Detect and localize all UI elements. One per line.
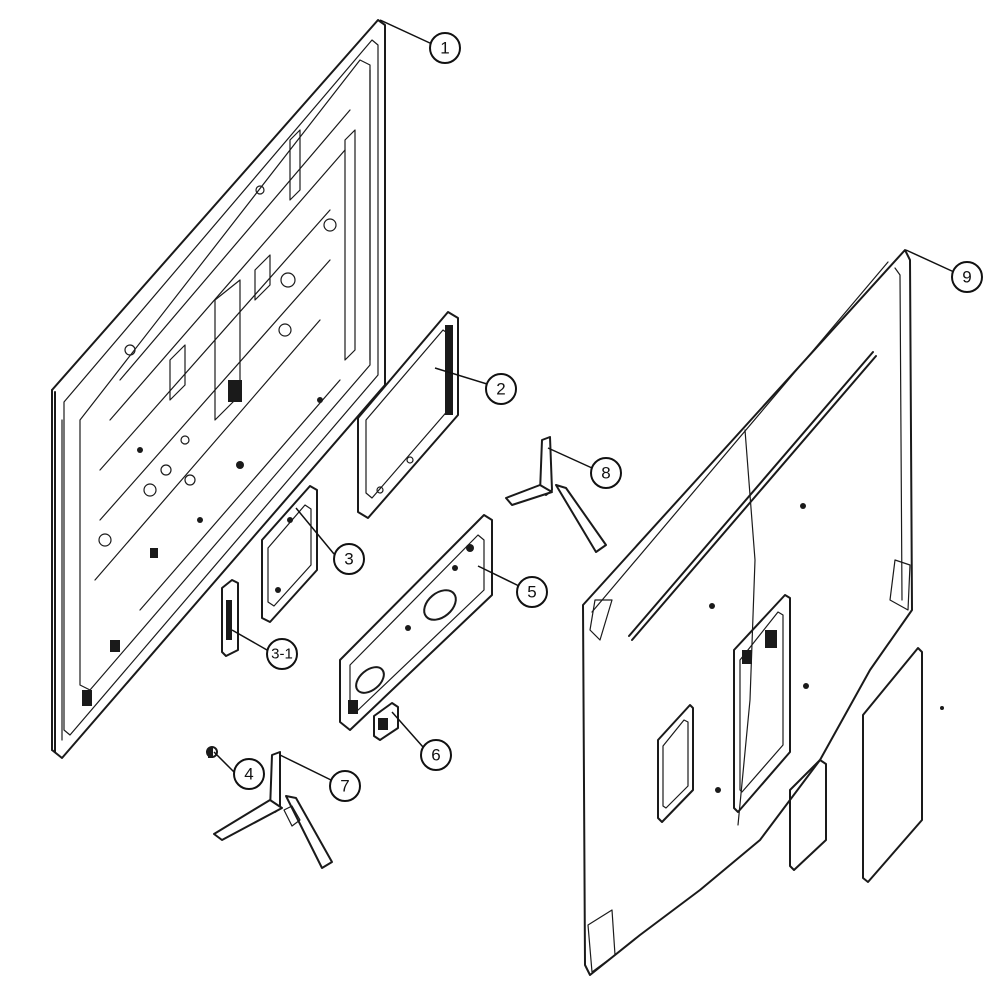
part-6-connector	[373, 702, 399, 741]
callout-3-1: 3-1	[266, 638, 298, 670]
part-2-main-board	[357, 311, 459, 519]
callout-4: 4	[233, 758, 265, 790]
leader-lines	[213, 19, 955, 781]
callout-label-1: 1	[440, 39, 449, 58]
part-3-power-board	[261, 485, 318, 623]
callout-1: 1	[429, 32, 461, 64]
part-9-back-cover	[582, 249, 944, 976]
callout-label-7: 7	[340, 777, 349, 796]
part-5-bracket	[339, 514, 493, 731]
callout-6: 6	[420, 739, 452, 771]
part-3-1-small-board	[221, 579, 239, 657]
callout-label-6: 6	[431, 746, 440, 765]
callout-3: 3	[333, 543, 365, 575]
callout-label-3: 3	[344, 550, 353, 569]
callout-8: 8	[590, 457, 622, 489]
part-7-stand-left	[213, 751, 333, 869]
part-8-stand-right	[505, 436, 607, 553]
callout-label-3-1: 3-1	[271, 646, 293, 663]
callout-5: 5	[516, 576, 548, 608]
callout-label-2: 2	[496, 380, 505, 399]
callout-7: 7	[329, 770, 361, 802]
callout-label-4: 4	[244, 765, 253, 784]
callout-label-8: 8	[601, 464, 610, 483]
part-1-panel-frame	[51, 19, 386, 759]
callout-label-9: 9	[962, 268, 971, 287]
part-4-screw	[206, 746, 218, 758]
callout-label-5: 5	[527, 583, 536, 602]
callout-9: 9	[951, 261, 983, 293]
callout-2: 2	[485, 373, 517, 405]
